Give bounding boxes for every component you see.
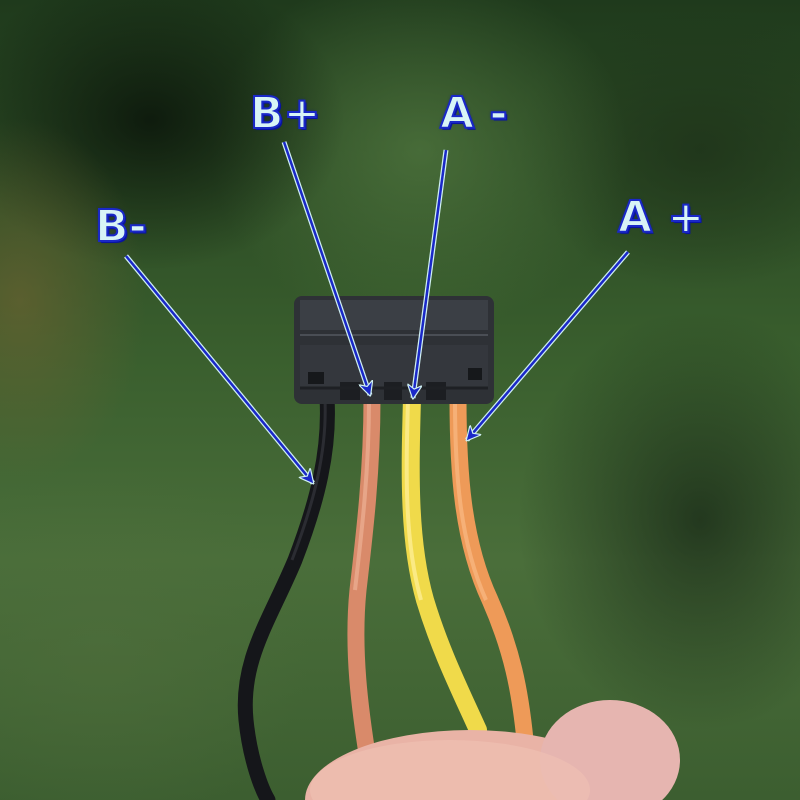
label-a-minus: A -	[439, 88, 509, 139]
connector-housing	[294, 296, 494, 404]
wire-black	[237, 390, 335, 800]
wire-yellow	[401, 389, 487, 739]
arrow-b-plus	[282, 141, 370, 395]
arrow-a-plus	[467, 251, 629, 440]
wires	[237, 389, 534, 800]
label-b-plus: B+	[249, 88, 321, 139]
fingertip	[305, 700, 680, 800]
label-b-minus: B-	[94, 201, 148, 252]
arrow-b-minus	[125, 255, 313, 483]
wire-orange	[449, 389, 534, 749]
label-a-plus: A +	[617, 192, 705, 243]
wire-salmon	[347, 389, 381, 769]
arrow-a-minus	[413, 149, 448, 398]
annotation-arrows	[124, 141, 630, 483]
